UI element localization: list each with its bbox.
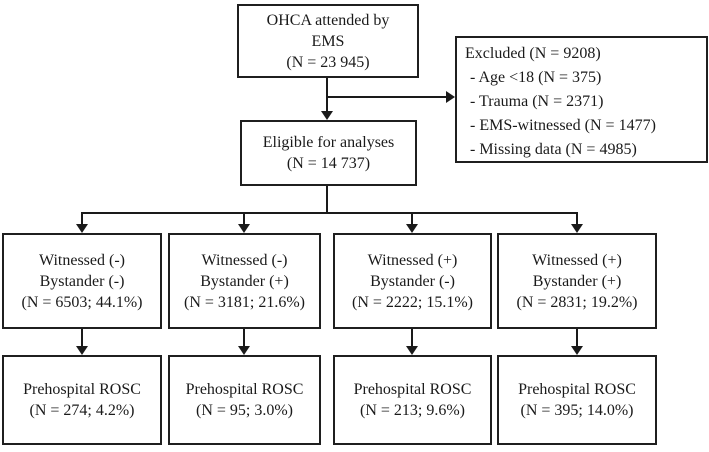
connector-line <box>576 329 578 347</box>
box-text-line: Bystander (+) <box>532 272 622 290</box>
arrowhead-down-icon <box>238 224 250 233</box>
box-text-line: Witnessed (-) <box>201 251 288 269</box>
box-text-line: (N = 2222; 15.1%) <box>351 293 473 311</box>
box-outcome-rosc-4: Prehospital ROSC (N = 395; 14.0%) <box>497 355 657 445</box>
box-text-line: EMS <box>311 32 345 50</box>
excluded-item: - Trauma (N = 2371) <box>470 93 604 110</box>
box-ohca-attended: OHCA attended by EMS (N = 23 945) <box>237 4 419 78</box>
connector-line <box>243 329 245 347</box>
excluded-title: Excluded (N = 9208) <box>465 45 601 62</box>
connector-line <box>326 186 328 214</box>
box-text-line: Witnessed (-) <box>39 251 125 269</box>
box-group-witnessed-neg-bystander-pos: Witnessed (-) Bystander (+) (N = 3181; 2… <box>168 233 321 329</box>
box-text-line: Bystander (+) <box>200 272 289 290</box>
arrowhead-down-icon <box>406 224 418 233</box>
box-text-line: (N = 395; 14.0%) <box>520 402 634 419</box>
box-text-line: Witnessed (+) <box>367 251 458 269</box>
connector-line <box>81 212 83 226</box>
box-text-line: (N = 2831; 19.2%) <box>516 293 638 311</box>
excluded-item: - Missing data (N = 4985) <box>470 141 637 158</box>
excluded-item: - EMS-witnessed (N = 1477) <box>470 117 656 134</box>
box-outcome-rosc-3: Prehospital ROSC (N = 213; 9.6%) <box>333 355 492 445</box>
arrowhead-down-icon <box>76 224 88 233</box>
box-text-line: Prehospital ROSC <box>185 381 304 398</box>
box-eligible: Eligible for analyses (N = 14 737) <box>240 120 417 186</box>
connector-line <box>576 212 578 226</box>
box-text-line: Prehospital ROSC <box>353 381 472 398</box>
box-text-line: Witnessed (+) <box>532 251 622 269</box>
box-text-line: (N = 213; 9.6%) <box>359 402 465 419</box>
box-text-line: Prehospital ROSC <box>518 381 636 398</box>
arrowhead-right-icon <box>446 91 455 103</box>
box-outcome-rosc-1: Prehospital ROSC (N = 274; 4.2%) <box>2 355 162 445</box>
box-text-line: Bystander (-) <box>39 272 125 290</box>
arrowhead-down-icon <box>406 346 418 355</box>
box-group-witnessed-neg-bystander-neg: Witnessed (-) Bystander (-) (N = 6503; 4… <box>2 233 162 329</box>
arrowhead-down-icon <box>571 224 583 233</box>
connector-line <box>411 329 413 347</box>
box-text-line: OHCA attended by <box>266 11 390 29</box>
box-group-witnessed-pos-bystander-neg: Witnessed (+) Bystander (-) (N = 2222; 1… <box>333 233 492 329</box>
box-text-line: (N = 14 737) <box>286 155 371 172</box>
connector-line <box>243 212 245 226</box>
arrowhead-down-icon <box>238 346 250 355</box>
box-text-line: (N = 274; 4.2%) <box>29 402 135 419</box>
excluded-item: - Age <18 (N = 375) <box>470 69 602 86</box>
arrowhead-down-icon <box>321 111 333 120</box>
box-text-line: (N = 95; 3.0%) <box>195 402 293 419</box>
arrowhead-down-icon <box>76 346 88 355</box>
box-excluded: Excluded (N = 9208) - Age <18 (N = 375) … <box>455 36 708 163</box>
connector-line <box>326 78 328 112</box>
connector-line <box>81 212 578 214</box>
box-outcome-rosc-2: Prehospital ROSC (N = 95; 3.0%) <box>168 355 321 445</box>
box-text-line: Bystander (-) <box>370 272 455 290</box>
box-group-witnessed-pos-bystander-pos: Witnessed (+) Bystander (+) (N = 2831; 1… <box>497 233 657 329</box>
connector-line <box>81 329 83 347</box>
box-text-line: Prehospital ROSC <box>23 381 141 398</box>
box-text-line: Eligible for analyses <box>262 134 395 151</box>
box-text-line: (N = 3181; 21.6%) <box>183 293 305 311</box>
box-text-line: (N = 6503; 44.1%) <box>21 293 143 311</box>
box-text-line: (N = 23 945) <box>286 53 370 71</box>
arrowhead-down-icon <box>571 346 583 355</box>
connector-line <box>327 96 446 98</box>
connector-line <box>411 212 413 226</box>
